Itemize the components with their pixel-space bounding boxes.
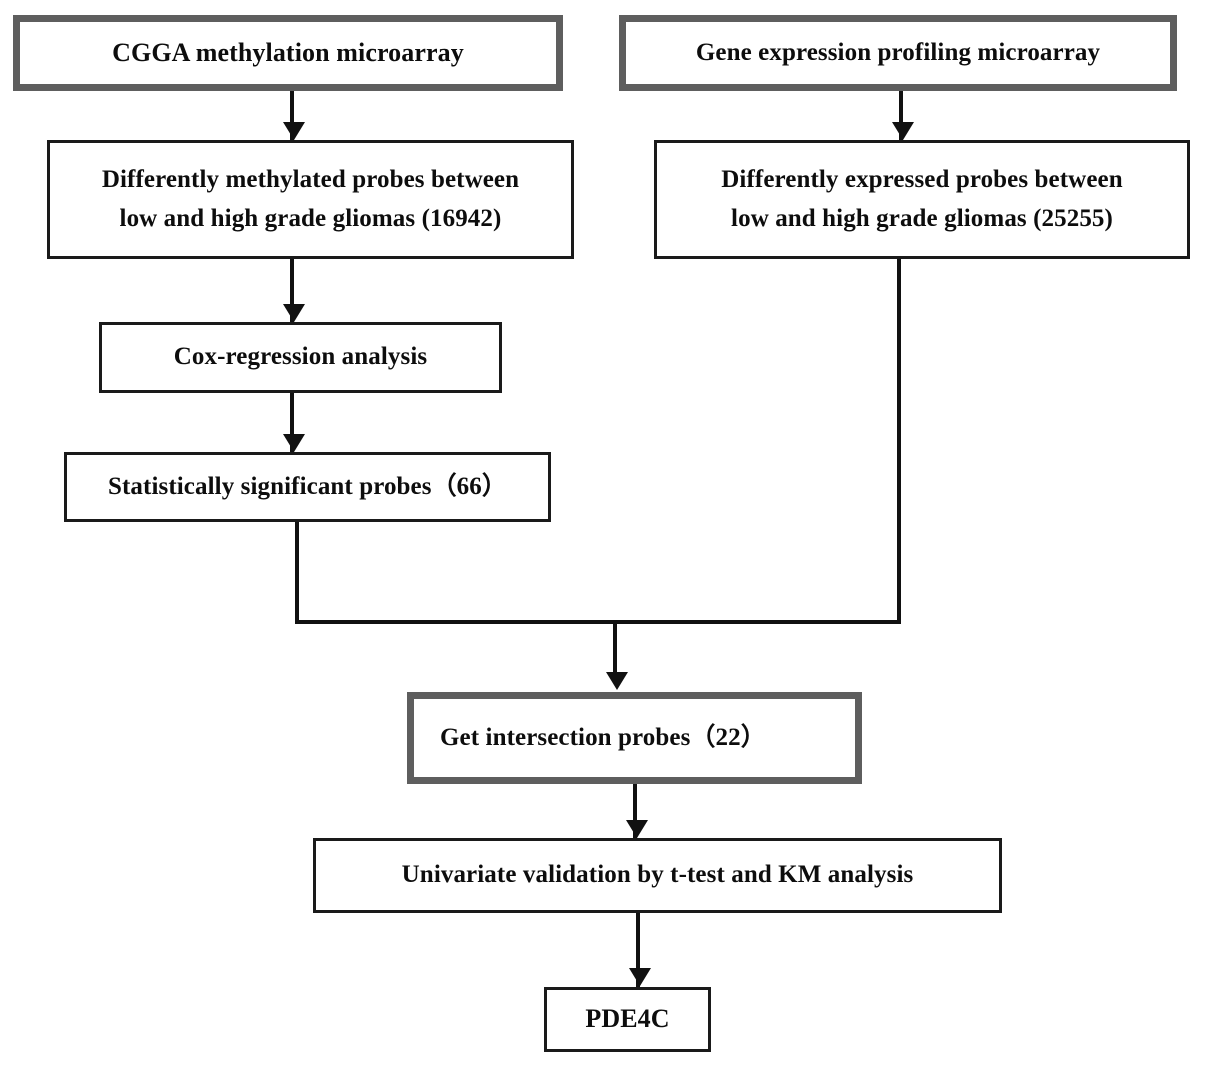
connector-intersection-to-univariate (633, 784, 637, 839)
node-differently-expressed-probes[interactable]: Differently expressed probes between low… (654, 140, 1190, 259)
node-cox-regression-analysis[interactable]: Cox-regression analysis (99, 322, 502, 393)
arrowhead-icon (629, 968, 651, 986)
connector-expressed-probes-merge-leg (897, 259, 901, 624)
node-label: Cox-regression analysis (173, 343, 428, 371)
node-label: Differently expressed probes between low… (721, 165, 1123, 232)
node-label: CGGA methylation microarray (112, 37, 464, 67)
node-label: PDE4C (585, 1004, 670, 1034)
arrowhead-icon (283, 304, 305, 322)
node-cgga-methylation-microarray[interactable]: CGGA methylation microarray (13, 15, 563, 91)
node-differently-methylated-probes[interactable]: Differently methylated probes between lo… (47, 140, 574, 259)
connector-merge-to-intersection (613, 620, 617, 675)
node-label: Statistically significant probes（66） (108, 472, 507, 500)
connector-univariate-to-pde4c (636, 913, 640, 987)
connector-cgga-to-methylated-probes (290, 91, 294, 141)
arrowhead-icon (283, 434, 305, 452)
node-label: Differently methylated probes between lo… (101, 165, 520, 232)
node-gene-expression-profiling-microarray[interactable]: Gene expression profiling microarray (619, 15, 1177, 91)
connector-cox-to-significant-probes (290, 393, 294, 453)
node-pde4c[interactable]: PDE4C (544, 987, 711, 1052)
arrowhead-icon (626, 820, 648, 838)
node-label: Get intersection probes（22） (440, 723, 766, 751)
node-get-intersection-probes[interactable]: Get intersection probes（22） (407, 692, 862, 784)
arrowhead-icon (892, 122, 914, 140)
node-statistically-significant-probes[interactable]: Statistically significant probes（66） (64, 452, 551, 522)
node-label: Univariate validation by t-test and KM a… (401, 861, 914, 889)
connector-gene-expression-to-expressed-probes (899, 91, 903, 141)
arrowhead-icon (606, 672, 628, 690)
arrowhead-icon (283, 122, 305, 140)
node-label: Gene expression profiling microarray (695, 38, 1101, 66)
node-univariate-validation[interactable]: Univariate validation by t-test and KM a… (313, 838, 1002, 913)
connector-merge-bar (295, 620, 901, 624)
connector-methylated-probes-to-cox (290, 259, 294, 323)
connector-significant-probes-merge-leg (295, 522, 299, 624)
